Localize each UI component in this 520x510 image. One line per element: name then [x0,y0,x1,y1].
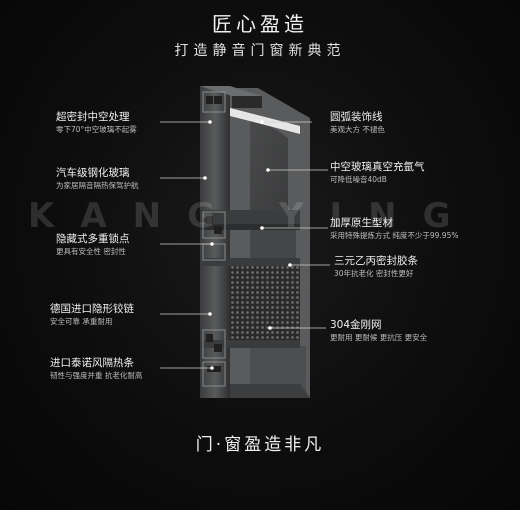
upper-glass-pane [250,112,288,214]
diamond-mesh-screen [220,266,300,342]
label-thermal-break-strip: 进口泰诺风隔热条 韧性与强度并重 抗老化耐高 [50,357,143,380]
label-thick-profile: 加厚原生型材 采用特殊提炼方式 纯度不少于99.95% [330,217,459,240]
label-hidden-lock-points: 隐藏式多重锁点 更具有安全性 密封性 [56,233,130,256]
frame-body [200,88,310,398]
label-hidden-hinge: 德国进口隐形铰链 安全可靠 承重耐用 [50,303,134,326]
label-sealed-insulation: 超密封中空处理 零下70°中空玻璃不起雾 [56,111,137,134]
label-arc-decoration: 圆弧装饰线 美观大方 不褪色 [330,111,385,134]
label-304-mesh: 304金刚网 更耐用 更耐候 更抗压 更安全 [330,319,428,342]
label-tempered-glass: 汽车级钢化玻璃 为家居隔音隔热保驾护航 [56,167,139,190]
footer-slogan: 门·窗盈造非凡 [195,435,325,455]
leader-dots-left [203,120,214,370]
leader-lines-right [262,121,330,329]
label-argon-glass: 中空玻璃真空充氩气 可降低噪音40dB [330,161,425,184]
arc-decorative-line [230,108,300,134]
frame-profile-section [200,86,300,398]
leader-lines-left [160,121,212,369]
label-epdm-seal: 三元乙丙密封胶条 30年抗老化 密封性更好 [334,255,418,278]
leader-dots-right [260,120,292,330]
page-title: 匠心盈造 [212,12,308,36]
middle-glass-pane [250,222,296,262]
brand-watermark: KANG YING [28,196,477,236]
page-subtitle: 打造静音门窗新典范 [174,43,346,59]
